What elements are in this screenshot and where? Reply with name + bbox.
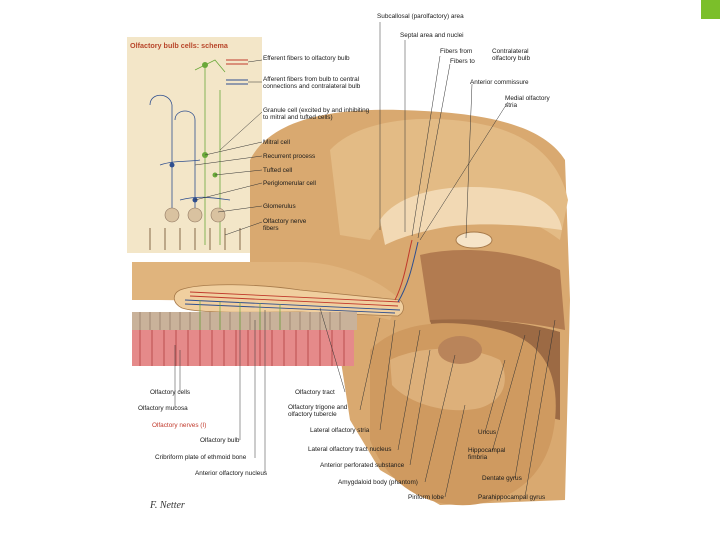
- label-subcallosal-area: Subcallosal (parolfactory) area: [377, 13, 464, 20]
- label-olfactory-nerves: Olfactory nerves (I): [152, 422, 207, 429]
- olfactory-mucosa: [132, 330, 354, 366]
- leader-lines: [174, 22, 556, 498]
- label-olfactory-mucosa: Olfactory mucosa: [138, 405, 188, 412]
- label-olfactory-trigone: Olfactory trigone and olfactory tubercle: [288, 404, 348, 419]
- label-parahippocampal-gyrus: Parahippocampal gyrus: [478, 494, 546, 501]
- label-uncus: Uncus: [478, 429, 497, 436]
- label-recurrent-process: Recurrent process: [263, 153, 316, 160]
- label-fibers-to: Fibers to: [450, 58, 475, 65]
- label-fibers-from: Fibers from: [440, 48, 473, 55]
- cribriform-plate: [132, 312, 357, 330]
- label-anterior-perforated-substance: Anterior perforated substance: [320, 462, 405, 469]
- fornix-area: [380, 187, 562, 245]
- medial-stria-red: [394, 239, 413, 301]
- schema-title: Olfactory bulb cells: schema: [130, 41, 228, 50]
- label-olfactory-tract: Olfactory tract: [295, 389, 335, 396]
- label-piriform-lobe: Piriform lobe: [408, 494, 444, 501]
- label-cribriform-plate: Cribriform plate of ethmoid bone: [155, 454, 247, 461]
- label-afferent-fibers: Afferent fibers from bulb to central con…: [263, 76, 361, 91]
- medial-stria-blue: [397, 241, 419, 303]
- label-hippocampal-fimbria: Hippocampal fimbria: [468, 447, 506, 462]
- label-anterior-commissure: Anterior commissure: [470, 79, 529, 86]
- label-amygdaloid-body: Amygdaloid body (phantom): [338, 479, 418, 486]
- label-glomerulus: Glomerulus: [263, 203, 296, 210]
- label-medial-olfactory-stria: Medial olfactory stria: [505, 95, 550, 110]
- amygdaloid-body-shape: [438, 336, 482, 364]
- uncus-shape: [390, 348, 505, 411]
- anterior-commissure-shape: [455, 231, 493, 249]
- label-periglomerular-cell: Periglomerular cell: [263, 180, 316, 187]
- label-anterior-olfactory-nucleus: Anterior olfactory nucleus: [195, 470, 268, 477]
- label-contralateral-bulb: Contralateral olfactory bulb: [492, 48, 531, 63]
- label-tufted-cell: Tufted cell: [263, 167, 293, 174]
- artist-signature: F. Netter: [150, 500, 185, 511]
- label-olfactory-bulb: Olfactory bulb: [200, 437, 240, 444]
- label-mitral-cell: Mitral cell: [263, 139, 290, 146]
- label-olfactory-nerve-fibers: Olfactory nerve fibers: [263, 218, 307, 233]
- efferent-fibers-red: [189, 291, 401, 307]
- label-septal-area: Septal area and nuclei: [400, 32, 464, 39]
- label-lateral-olfactory-stria: Lateral olfactory stria: [310, 427, 370, 434]
- label-granule-cell: Granule cell (excited by and inhibiting …: [263, 107, 370, 122]
- corner-accent: [701, 0, 720, 19]
- label-lateral-olfactory-tract-nucleus: Lateral olfactory tract nucleus: [308, 446, 392, 453]
- label-efferent-fibers: Efferent fibers to olfactory bulb: [263, 55, 350, 62]
- label-dentate-gyrus: Dentate gyrus: [482, 475, 522, 482]
- thalamus-region: [420, 250, 565, 330]
- label-olfactory-cells: Olfactory cells: [150, 389, 191, 396]
